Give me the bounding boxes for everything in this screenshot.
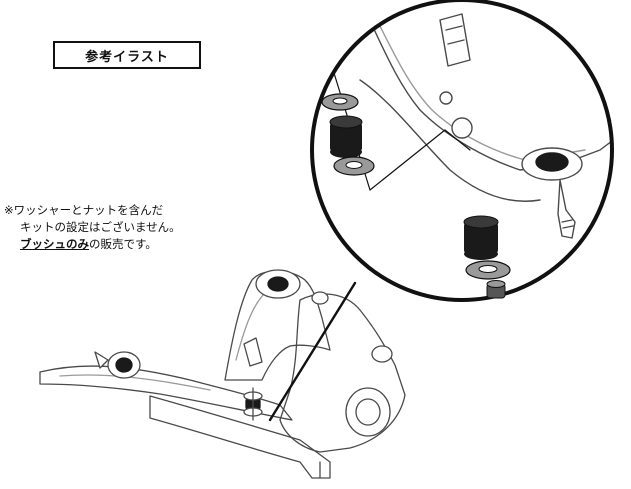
- washer: [321, 93, 359, 111]
- detail-right-bushing: [535, 152, 569, 172]
- washer: [333, 156, 375, 176]
- steering-knuckle: [279, 293, 406, 453]
- nut: [486, 280, 506, 299]
- bushing: [329, 115, 363, 158]
- parts-stack-upper: [321, 93, 375, 176]
- detail-stud: [557, 179, 576, 239]
- reference-label-text: 参考イラスト: [85, 49, 169, 65]
- end-link: [243, 387, 263, 421]
- magnified-detail-circle: [310, 0, 614, 302]
- suspension-assembly-illustration: [39, 269, 406, 479]
- washer: [465, 260, 511, 280]
- note-line-3-rest: の販売です。: [89, 237, 157, 251]
- detail-bracket: [439, 13, 471, 67]
- note-line-2: キットの設定はございません。: [20, 220, 181, 234]
- leader-line: [268, 281, 357, 422]
- note-emphasis-bushing-only: ブッシュのみ: [20, 237, 89, 251]
- parts-stack-lower: [463, 215, 511, 299]
- note-line-1: ※ワッシャーとナットを含んだ: [4, 203, 164, 217]
- detail-arm: [359, 0, 612, 171]
- bushing: [463, 215, 499, 260]
- note-line-3: ブッシュのみの販売です。: [4, 236, 224, 253]
- kit-note: ※ワッシャーとナットを含んだ キットの設定はございません。 ブッシュのみの販売で…: [4, 202, 224, 253]
- reference-illustration-label: 参考イラスト: [53, 41, 201, 69]
